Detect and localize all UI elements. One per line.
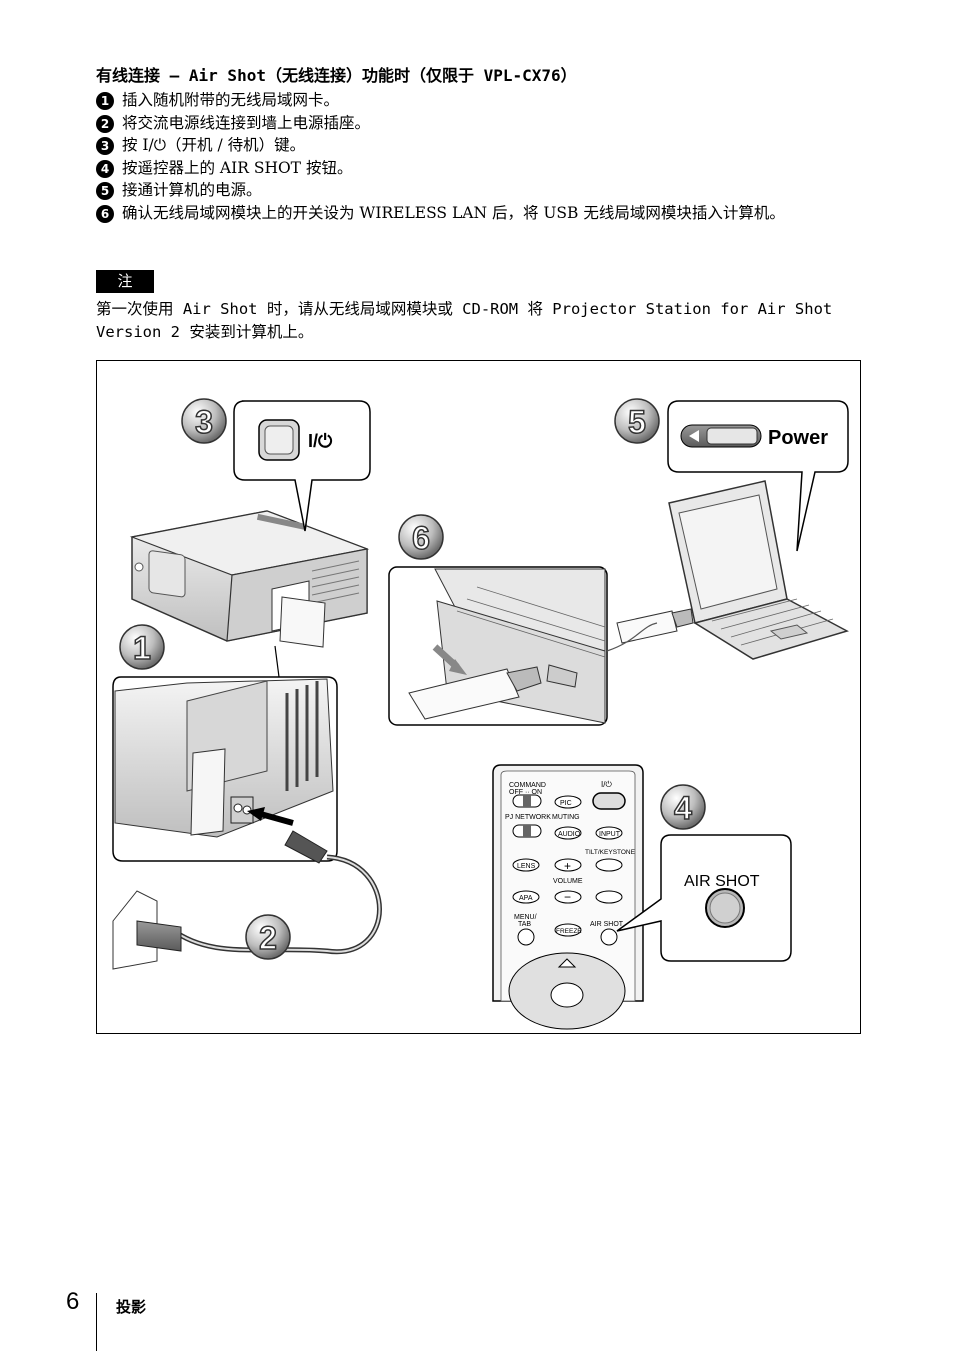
remote-input-label: INPUT: [599, 831, 621, 838]
remote-freeze-label: FREEZE: [556, 928, 582, 935]
remote-plus-label: +: [564, 859, 571, 873]
step-text: 插入随机附带的无线局域网卡。: [122, 91, 340, 109]
section-heading: 有线连接 — Air Shot（无线连接）功能时（仅限于 VPL-CX76）: [96, 66, 577, 85]
remote-power-button[interactable]: [592, 792, 626, 810]
callout-number-6: 6: [398, 514, 444, 560]
remote-tab-label: TAB: [518, 921, 531, 928]
step-text: 确认无线局域网模块上的开关设为 WIRELESS LAN 后，将 USB 无线局…: [122, 203, 785, 222]
keystone-down-button[interactable]: [595, 890, 623, 904]
svg-text:3: 3: [195, 404, 213, 440]
remote-pj-network-label: PJ NETWORK: [505, 814, 551, 821]
step-number-badge: 1: [96, 92, 114, 110]
volume-up-button[interactable]: [554, 858, 582, 872]
step-number-badge: 6: [96, 204, 114, 223]
illustration-svg: I/⏻: [112, 398, 849, 1030]
callout-number-3: 3: [181, 398, 227, 444]
step-text: 将交流电源线连接到墙上电源插座。: [122, 113, 371, 132]
step-number-badge: 4: [96, 159, 114, 178]
power-key-label: I/⏻: [308, 431, 333, 451]
power-cable-drawing: [112, 830, 382, 970]
step-item: 3 按 I/⏻（开机 / 待机）键。: [96, 134, 876, 157]
svg-text:6: 6: [412, 520, 430, 556]
power-label: Power: [768, 427, 828, 449]
step-text: 接通计算机的电源。: [122, 181, 262, 200]
step-text: 按遥控器上的 AIR SHOT 按钮。: [122, 158, 353, 177]
remote-air-shot-label: AIR SHOT: [590, 921, 624, 928]
pic-button[interactable]: [554, 795, 582, 809]
air-shot-label: AIR SHOT: [684, 873, 760, 890]
remote-muting-label: MUTING: [552, 814, 580, 821]
remote-volume-label: VOLUME: [553, 878, 583, 885]
keystone-up-button[interactable]: [595, 858, 623, 872]
footer-divider: [96, 1293, 97, 1351]
callout-number-5: 5: [614, 398, 660, 444]
remote-lens-label: LENS: [517, 863, 536, 870]
projector-drawing: [129, 510, 370, 648]
projector-side-inset: [112, 645, 338, 862]
remote-tilt-keystone-label: TILT/KEYSTONE: [585, 849, 636, 856]
air-shot-button-callout: AIR SHOT: [616, 834, 792, 962]
power-key-callout: I/⏻: [233, 400, 371, 532]
callout-number-2: 2: [245, 914, 291, 960]
lens-button[interactable]: [512, 858, 540, 872]
svg-text:2: 2: [259, 920, 277, 956]
volume-down-button[interactable]: [554, 890, 582, 904]
up-arrow-icon: [557, 958, 577, 968]
power-switch-callout: Power: [667, 400, 849, 552]
svg-text:5: 5: [628, 404, 646, 440]
note-text: 第一次使用 Air Shot 时，请从无线局域网模块或 CD-ROM 将 Pro…: [96, 300, 833, 341]
remote-off-on-label: OFF ·· ON: [509, 789, 542, 796]
apa-button[interactable]: [512, 890, 540, 904]
input-button[interactable]: [595, 826, 623, 840]
step-item: 4 按遥控器上的 AIR SHOT 按钮。: [96, 157, 876, 180]
remote-command-label: COMMAND: [509, 782, 546, 789]
step-number-badge: 5: [96, 182, 114, 201]
page-number: 6: [66, 1288, 80, 1315]
remote-power-label: I/⏻: [601, 780, 612, 789]
remote-audio-label: AUDIO: [558, 831, 581, 838]
setup-illustration: I/⏻: [96, 360, 861, 1034]
remote-menu-label: MENU/: [514, 914, 537, 921]
callout-number-4: 4: [660, 784, 706, 830]
step-number-badge: 2: [96, 114, 114, 133]
enter-button[interactable]: [550, 982, 584, 1008]
remote-pic-label: PIC: [560, 800, 572, 807]
footer-section-title: 投影: [116, 1298, 147, 1316]
remote-minus-label: −: [564, 890, 571, 904]
remote-control-drawing: COMMAND OFF ·· ON I/⏻ PIC PJ NETWORK MUT…: [492, 764, 644, 1030]
callout-number-1: 1: [119, 624, 165, 670]
step-text: 按 I/⏻（开机 / 待机）键。: [122, 136, 306, 155]
remote-air-shot-button[interactable]: [600, 928, 618, 946]
step-list: 1 插入随机附带的无线局域网卡。 2 将交流电源线连接到墙上电源插座。 3 按 I/⏻…: [96, 89, 876, 225]
step-item: 6 确认无线局域网模块上的开关设为 WIRELESS LAN 后，将 USB 无线…: [96, 202, 876, 225]
svg-text:4: 4: [674, 790, 692, 826]
usb-module-inset: [388, 566, 658, 726]
step-item: 1 插入随机附带的无线局域网卡。: [96, 89, 876, 112]
menu-tab-button[interactable]: [517, 928, 535, 946]
svg-text:1: 1: [133, 630, 151, 666]
freeze-button[interactable]: [554, 923, 582, 937]
laptop-drawing: [616, 480, 849, 660]
audio-button[interactable]: [554, 826, 582, 840]
note-label: 注: [96, 270, 154, 293]
step-item: 2 将交流电源线连接到墙上电源插座。: [96, 112, 876, 135]
step-item: 5 接通计算机的电源。: [96, 179, 876, 202]
remote-apa-label: APA: [519, 895, 533, 902]
step-number-badge: 3: [96, 137, 114, 156]
